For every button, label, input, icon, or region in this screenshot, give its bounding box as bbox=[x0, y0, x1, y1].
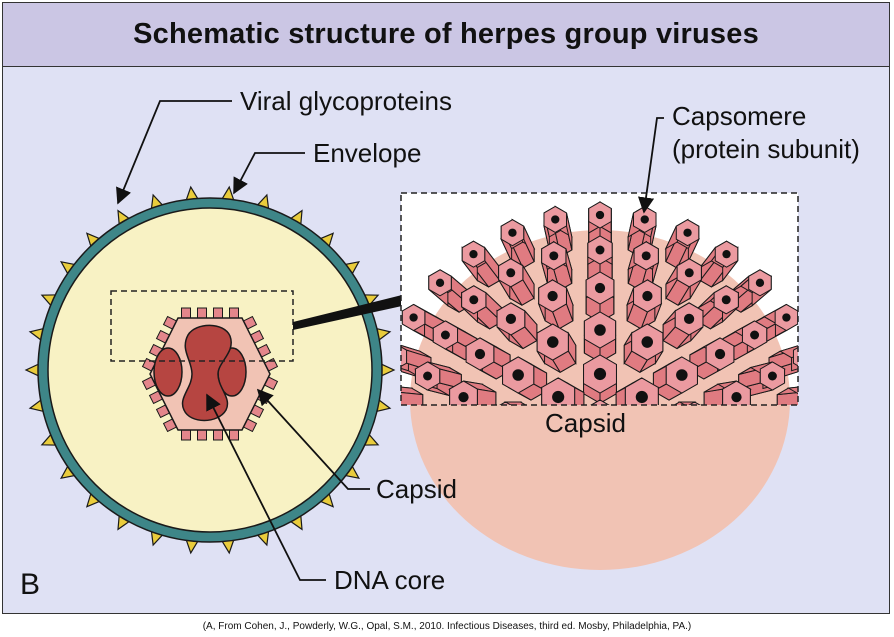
label-capsomere-subtitle: (protein subunit) bbox=[672, 134, 860, 164]
capsomere-side bbox=[789, 405, 826, 414]
zoom-connector bbox=[293, 295, 402, 330]
capsomere-pore bbox=[641, 251, 651, 261]
panel-letter: B bbox=[20, 568, 41, 601]
capsomere-pore bbox=[549, 251, 559, 261]
capsomere-top bbox=[803, 386, 826, 412]
capsomere-pore bbox=[546, 336, 559, 348]
label-envelope: Envelope bbox=[313, 138, 422, 168]
capsomere-pore bbox=[714, 348, 726, 360]
capsomere-pore bbox=[506, 268, 516, 278]
zoom-region-box bbox=[110, 290, 294, 362]
capsomere-side bbox=[401, 391, 424, 405]
capsomere-pore bbox=[382, 394, 390, 402]
capsomere-pore bbox=[640, 215, 649, 224]
capsid-capsomere bbox=[181, 429, 191, 441]
label-viral-glycoproteins: Viral glycoproteins bbox=[240, 86, 452, 116]
dna-core-leader bbox=[206, 393, 326, 581]
capsomere-top bbox=[590, 399, 610, 405]
capsid-capsomere bbox=[213, 429, 223, 441]
capsid-capsomere bbox=[197, 307, 207, 319]
label-dna-core: DNA core bbox=[334, 565, 446, 595]
capsomere-pore bbox=[435, 278, 445, 287]
capsomere-pore bbox=[440, 330, 450, 340]
capsomere-pore bbox=[552, 390, 565, 404]
capsomere-pore bbox=[755, 278, 765, 287]
capsomere-pore bbox=[721, 295, 731, 305]
capsid-capsomere bbox=[197, 429, 207, 441]
capsomere-pore bbox=[469, 249, 478, 259]
capsomere-pore bbox=[423, 371, 433, 381]
capsomere-side bbox=[503, 401, 527, 405]
inset-capsomeres bbox=[382, 201, 826, 414]
capsid-capsomere bbox=[229, 429, 239, 441]
capsomere-pore bbox=[810, 394, 818, 402]
capsomere-pore bbox=[505, 313, 517, 325]
capsid-capsomere bbox=[213, 307, 223, 319]
label-capsid-inset: Capsid bbox=[545, 408, 626, 438]
capsomere-pore bbox=[595, 210, 605, 220]
capsomere-pore bbox=[595, 245, 605, 255]
capsomere-pore bbox=[801, 352, 809, 360]
capsid-inset-closeup bbox=[382, 201, 826, 570]
capsomere-pore bbox=[594, 282, 606, 294]
capsid-capsomere bbox=[181, 307, 191, 319]
capsomere-pore bbox=[731, 391, 742, 403]
capsomere-pore bbox=[750, 330, 760, 340]
capsomere-pore bbox=[642, 290, 653, 302]
label-capsid: Capsid bbox=[376, 474, 457, 504]
capsomere-top bbox=[792, 346, 798, 367]
dna-core-left-lobe bbox=[153, 347, 183, 397]
capsomere-pore bbox=[508, 228, 517, 237]
title-bar: Schematic structure of herpes group viru… bbox=[3, 3, 889, 67]
capsomere-side bbox=[800, 392, 826, 408]
capsomere-pore bbox=[683, 313, 695, 325]
capsomere-top bbox=[401, 346, 408, 367]
capsid-capsomere bbox=[229, 307, 239, 319]
capsomere-pore bbox=[722, 249, 731, 259]
capsomere-pore bbox=[676, 369, 688, 381]
inset-frame bbox=[400, 192, 799, 406]
capsomere-pore bbox=[782, 313, 791, 322]
capsomere-pore bbox=[512, 369, 524, 381]
capsomere-pore bbox=[547, 290, 558, 302]
capsid-leader bbox=[256, 388, 370, 490]
figure-title: Schematic structure of herpes group viru… bbox=[133, 18, 759, 50]
label-capsomere: Capsomere bbox=[672, 101, 807, 131]
capsomere-pore bbox=[469, 295, 479, 305]
capsomere-pore bbox=[767, 371, 777, 381]
capsomere-pore bbox=[409, 313, 418, 322]
capsomere-pore bbox=[458, 391, 469, 403]
viral-glycoproteins-leader bbox=[116, 100, 232, 205]
capsomere-pore bbox=[391, 352, 399, 360]
capsomere-pore bbox=[593, 367, 607, 381]
capsomere-pore bbox=[641, 336, 654, 348]
capsomere-pore bbox=[551, 215, 560, 224]
capsomere-side bbox=[786, 386, 798, 395]
envelope-leader bbox=[233, 152, 305, 195]
capsomere-pore bbox=[635, 390, 648, 404]
capsomere-pore bbox=[594, 324, 606, 336]
capsomere-pore bbox=[474, 348, 486, 360]
citation: (A, From Cohen, J., Powderly, W.G., Opal… bbox=[202, 621, 692, 632]
capsomere-pore bbox=[684, 268, 694, 278]
capsomere-pore bbox=[683, 228, 692, 237]
capsomere-leader bbox=[637, 117, 664, 214]
